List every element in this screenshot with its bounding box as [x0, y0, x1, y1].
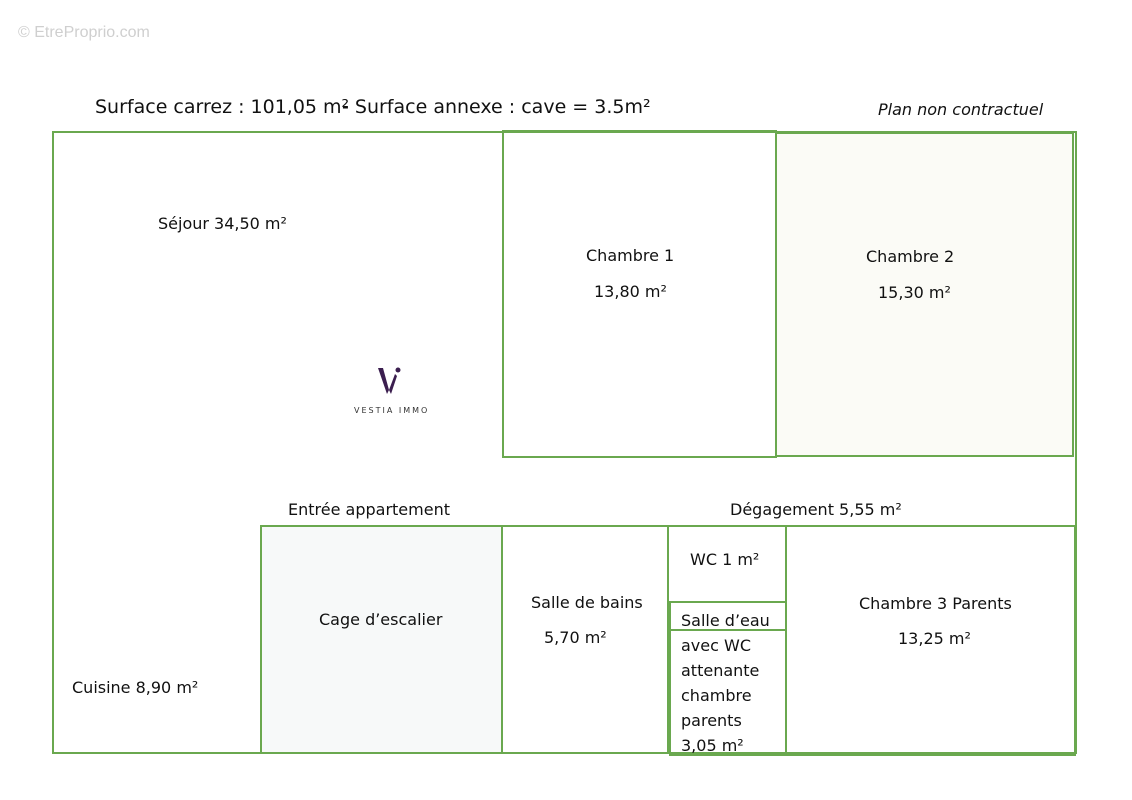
- room-chambre-3: [785, 525, 1076, 756]
- watermark: © EtreProprio.com: [18, 24, 150, 41]
- area-chambre-1: 13,80 m²: [594, 282, 667, 301]
- label-sejour: Séjour 34,50 m²: [158, 214, 287, 233]
- plan-note: Plan non contractuel: [878, 100, 1044, 119]
- salle-eau-line: chambre: [681, 686, 752, 705]
- label-salle-eau: Salle d’eau avec WC attenante chambre pa…: [681, 608, 770, 758]
- salle-eau-line: Salle d’eau: [681, 611, 770, 630]
- surface-annexe: - Surface annexe : cave = 3.5m²: [342, 96, 651, 118]
- label-entree: Entrée appartement: [288, 500, 450, 519]
- area-chambre-3: 13,25 m²: [898, 629, 971, 648]
- label-chambre-1: Chambre 1: [586, 246, 675, 265]
- room-cage-escalier: [260, 525, 503, 754]
- salle-eau-area: 3,05 m²: [681, 736, 744, 755]
- area-salle-de-bains: 5,70 m²: [544, 628, 607, 647]
- room-salle-de-bains: [501, 525, 669, 754]
- salle-eau-line: parents: [681, 711, 742, 730]
- label-cuisine: Cuisine 8,90 m²: [72, 678, 199, 697]
- label-degagement: Dégagement 5,55 m²: [730, 500, 902, 519]
- vestia-logo-icon: [378, 367, 401, 394]
- label-cage-escalier: Cage d’escalier: [319, 610, 443, 629]
- label-wc: WC 1 m²: [690, 550, 760, 569]
- logo-brand-text: VESTIA IMMO: [354, 406, 430, 415]
- area-chambre-2: 15,30 m²: [878, 283, 951, 302]
- label-salle-de-bains: Salle de bains: [531, 593, 643, 612]
- room-chambre-2: [775, 132, 1074, 457]
- label-chambre-3: Chambre 3 Parents: [859, 594, 1012, 613]
- label-chambre-2: Chambre 2: [866, 247, 955, 266]
- salle-eau-line: attenante: [681, 661, 760, 680]
- salle-eau-line: avec WC: [681, 636, 751, 655]
- surface-carrez: Surface carrez : 101,05 m²: [95, 96, 350, 118]
